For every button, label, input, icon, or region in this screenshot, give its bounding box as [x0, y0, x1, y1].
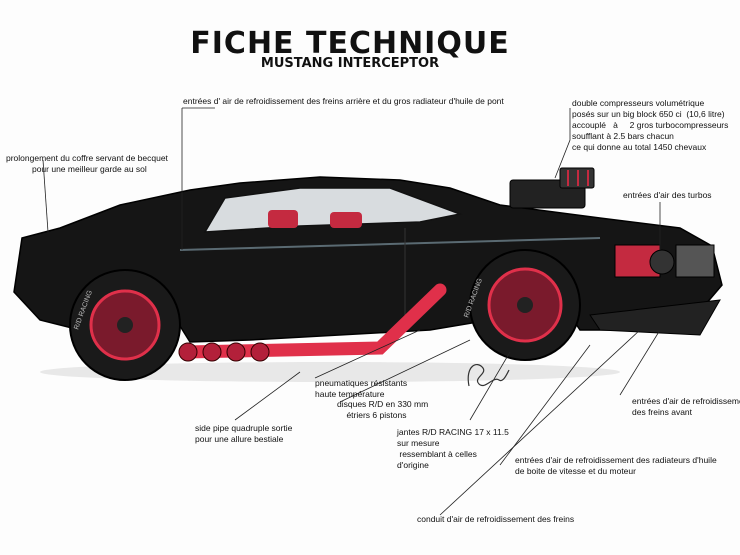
- front-wheel: [469, 249, 581, 361]
- page-title: FICHE TECHNIQUE: [190, 26, 510, 61]
- leader-trunk: [42, 159, 49, 233]
- note-rims: jantes R/D RACING 17 x 11.5 sur mesure r…: [397, 427, 509, 470]
- leader-rims: [469, 351, 511, 421]
- leader-lines: [42, 107, 661, 516]
- leader-tyres: [314, 329, 421, 379]
- seat: [268, 210, 298, 228]
- note-discs: disques R/D en 330 mm étriers 6 pistons: [337, 399, 429, 420]
- note-radiators: entrées d'air de refroidissement des rad…: [515, 455, 717, 476]
- note-tyres: pneumatiques résistants haute températur…: [315, 378, 408, 399]
- page-subtitle: MUSTANG INTERCEPTOR: [260, 56, 440, 71]
- leader-discs: [339, 339, 471, 403]
- note-turbos-intake: entrées d'air des turbos: [623, 190, 712, 200]
- rear-wheel: [69, 269, 181, 381]
- blower: [509, 167, 595, 209]
- artist-signature: [467, 364, 510, 387]
- note-compressors: double compresseurs volumétrique posés s…: [572, 98, 729, 152]
- leader-brake-duct: [439, 329, 641, 516]
- seat: [330, 212, 362, 228]
- ground-shadow: [40, 362, 620, 382]
- note-rear-brakes: entrées d' air de refroidissement des fr…: [183, 96, 504, 106]
- note-side-pipe: side pipe quadruple sortie pour une allu…: [195, 423, 293, 444]
- note-brake-duct: conduit d'air de refroidissement des fre…: [417, 514, 575, 524]
- body-highlight: [179, 237, 601, 251]
- front-splitter: [589, 299, 721, 336]
- note-front-brakes: entrées d'air de refroidissement des fre…: [632, 396, 740, 417]
- leader-front-brakes: [619, 329, 661, 396]
- leader-radiators: [499, 344, 591, 466]
- front-grille: [614, 244, 715, 278]
- note-trunk: prolongement du coffre servant de becque…: [6, 153, 168, 174]
- leader-compressors: [554, 108, 571, 179]
- leader-side-pipe: [234, 371, 301, 421]
